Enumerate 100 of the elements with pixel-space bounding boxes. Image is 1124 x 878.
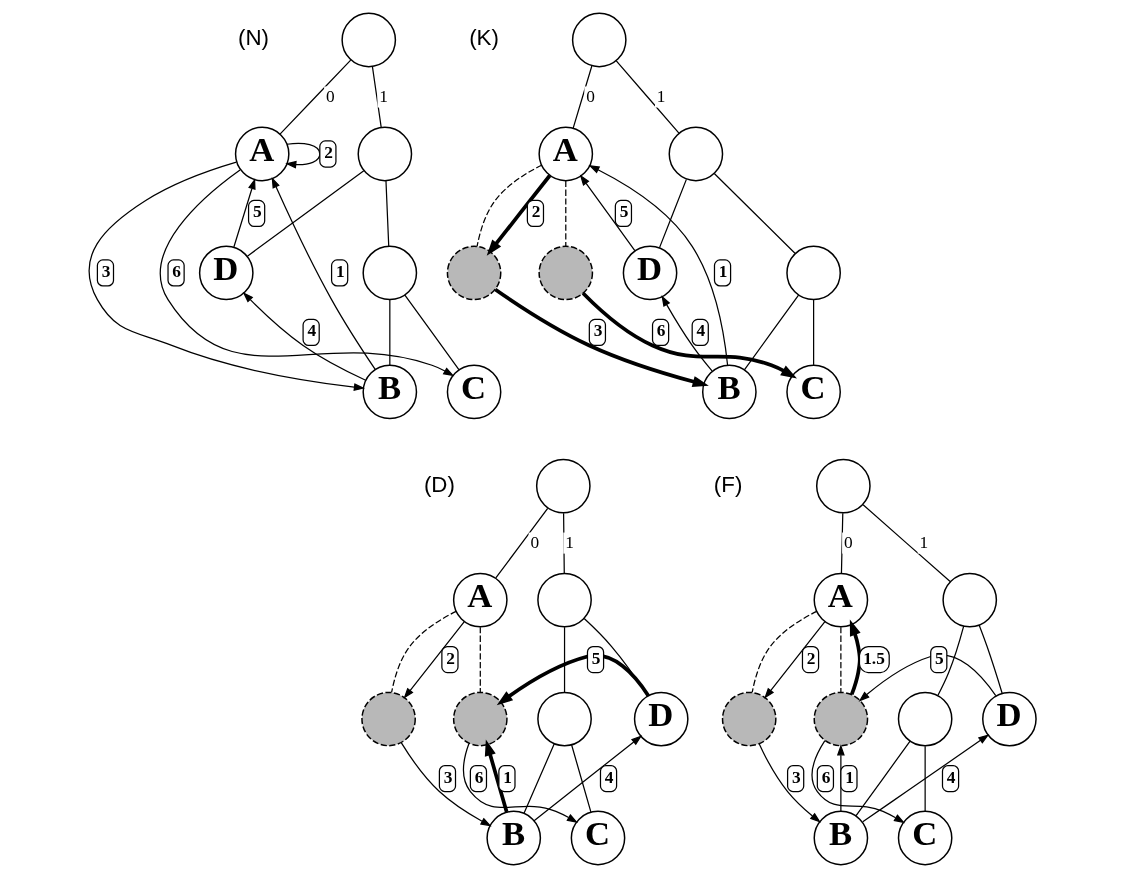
connector (812, 299, 814, 366)
node-circle (357, 126, 412, 182)
arrow (484, 739, 508, 813)
node-circle (360, 691, 416, 747)
edge-label: 2 (531, 202, 540, 222)
arrow (486, 174, 551, 256)
node-circle (535, 458, 591, 514)
edge-label: 1 (919, 533, 928, 553)
connector (403, 294, 459, 371)
connector (658, 178, 687, 249)
arrow (242, 291, 366, 381)
node-circle: D (633, 691, 689, 747)
edge-label: 2 (445, 648, 455, 668)
node-circle: A (813, 572, 868, 628)
edge-label: 1 (656, 87, 666, 107)
edge-label: 4 (946, 767, 955, 787)
node-circle: B (701, 364, 757, 420)
connector (572, 65, 592, 129)
node-circle: D (981, 691, 1037, 747)
arrow (579, 174, 635, 252)
node-circle (536, 572, 592, 628)
edge-label: 2 (806, 648, 815, 668)
node-circle: B (485, 810, 541, 866)
connector (840, 512, 843, 574)
node-circle: C (570, 810, 625, 866)
node-circle (361, 245, 417, 301)
connector (614, 60, 680, 134)
arrow (660, 295, 713, 372)
edge-label: 2 (323, 142, 333, 162)
arrow (836, 744, 845, 812)
label: (F) (713, 471, 742, 497)
arrow (403, 621, 465, 699)
arrow (581, 291, 797, 379)
edge-label: 6 (656, 321, 666, 341)
node-circle (897, 691, 953, 747)
arrow (87, 161, 365, 391)
node-circle: C (785, 364, 841, 420)
node-circle: C (897, 810, 953, 866)
edge-label: 1.5 (862, 648, 885, 668)
arrow (496, 653, 650, 706)
connector (978, 624, 1003, 694)
node-circle (785, 245, 841, 301)
node-circle (941, 572, 997, 628)
node-circle: D (622, 245, 677, 301)
connector (924, 745, 926, 812)
connector (839, 626, 841, 693)
edge-label: 6 (474, 767, 483, 787)
edge-label: 4 (306, 321, 316, 341)
connector (564, 180, 566, 247)
arrow (763, 621, 826, 699)
edge-label: 5 (252, 202, 262, 222)
connector (570, 744, 592, 813)
edge-label: 5 (934, 648, 944, 668)
edge-label: 4 (696, 321, 705, 341)
arrow (849, 619, 862, 695)
label: (N) (237, 25, 269, 51)
node-circle: B (813, 810, 868, 866)
node-circle (571, 12, 627, 68)
node-circle: C (446, 364, 501, 420)
connector (522, 743, 555, 814)
connector (855, 740, 911, 817)
node-circle (537, 245, 593, 301)
connector (936, 625, 964, 696)
edge-label: 4 (604, 767, 613, 787)
label: (K) (468, 25, 499, 51)
connector (862, 504, 951, 583)
edge-label: 0 (529, 533, 539, 553)
connector (371, 65, 382, 129)
arrow (271, 176, 376, 371)
arrow (159, 169, 454, 377)
arrow (811, 740, 905, 824)
edge-label: 6 (821, 767, 830, 787)
node-circle (721, 691, 777, 747)
arrow (858, 654, 996, 702)
node-circle: B (361, 364, 417, 420)
edge-label: 0 (325, 87, 335, 107)
connector (713, 172, 796, 254)
arrow (758, 743, 821, 823)
arrow (462, 742, 578, 823)
edge-label: 1 (378, 87, 388, 107)
connector (388, 299, 390, 366)
connector (384, 180, 389, 247)
edge-label: 3 (443, 767, 452, 787)
node-circle (815, 458, 871, 514)
edge-label: 6 (171, 261, 181, 281)
edge-label: 1 (718, 261, 727, 281)
arrow (400, 742, 492, 827)
edge-label: 0 (843, 533, 853, 553)
connector (278, 59, 351, 135)
arrow (532, 735, 642, 822)
node-circle (452, 691, 508, 747)
arrow (232, 178, 256, 248)
connector (743, 294, 799, 371)
edge-label: 0 (585, 87, 595, 107)
arrow (284, 142, 320, 169)
connector (562, 512, 565, 574)
label: (D) (423, 471, 455, 497)
node-circle (446, 245, 501, 301)
node-circle: A (537, 126, 593, 182)
edge-label: 3 (791, 767, 801, 787)
